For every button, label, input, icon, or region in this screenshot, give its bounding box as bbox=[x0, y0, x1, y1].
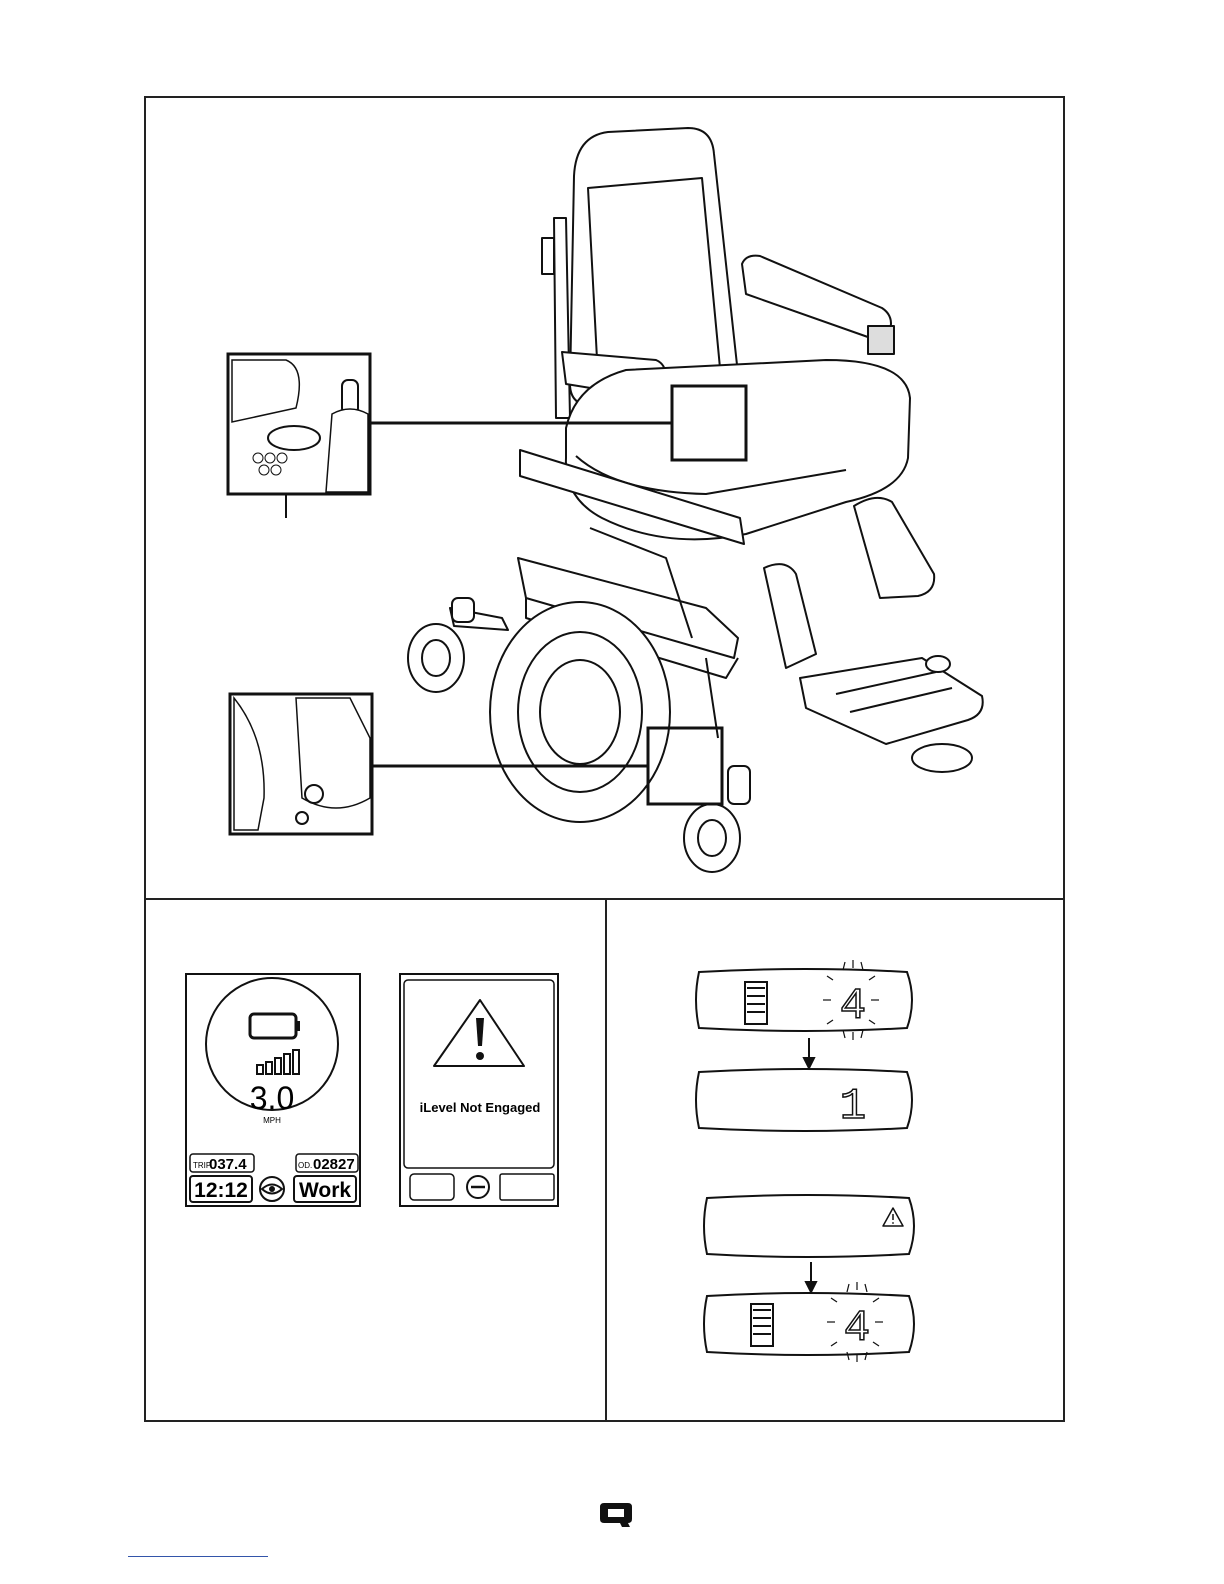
lcd-speed-digit-3: 4 bbox=[844, 1304, 870, 1354]
lcd-display-panel: 4 1 4 bbox=[605, 898, 1065, 1422]
speed-unit: MPH bbox=[263, 1116, 281, 1125]
odo-label: OD. bbox=[298, 1161, 312, 1170]
lcd-screen-1 bbox=[696, 969, 912, 1031]
wheelchair-illustration bbox=[146, 98, 1067, 902]
lcd-screen-2 bbox=[696, 1069, 912, 1131]
base-detail-icon bbox=[230, 694, 372, 834]
lcd-screen-4 bbox=[704, 1293, 914, 1355]
wheelchair-figure-panel bbox=[144, 96, 1065, 900]
clock-value: 12:12 bbox=[194, 1179, 248, 1202]
warning-screen: iLevel Not Engaged bbox=[400, 974, 558, 1206]
drive-screen: 3.0 MPH TRIP 037.4 OD. 02827 12:12 Work bbox=[186, 974, 360, 1206]
q-logo-icon bbox=[598, 1501, 634, 1529]
footer-link-underline bbox=[128, 1556, 268, 1557]
warning-message: iLevel Not Engaged bbox=[420, 1100, 541, 1115]
trip-value: 037.4 bbox=[209, 1156, 247, 1173]
lcd-speed-digit-1: 4 bbox=[840, 982, 866, 1032]
mode-value: Work bbox=[299, 1179, 351, 1202]
speed-value: 3.0 bbox=[250, 1080, 294, 1116]
odo-value: 02827 bbox=[313, 1156, 355, 1173]
lcd-speed-digit-2: 1 bbox=[840, 1082, 866, 1132]
color-display-panel: 3.0 MPH TRIP 037.4 OD. 02827 12:12 Work bbox=[144, 898, 607, 1422]
joystick-detail-icon bbox=[228, 354, 370, 494]
